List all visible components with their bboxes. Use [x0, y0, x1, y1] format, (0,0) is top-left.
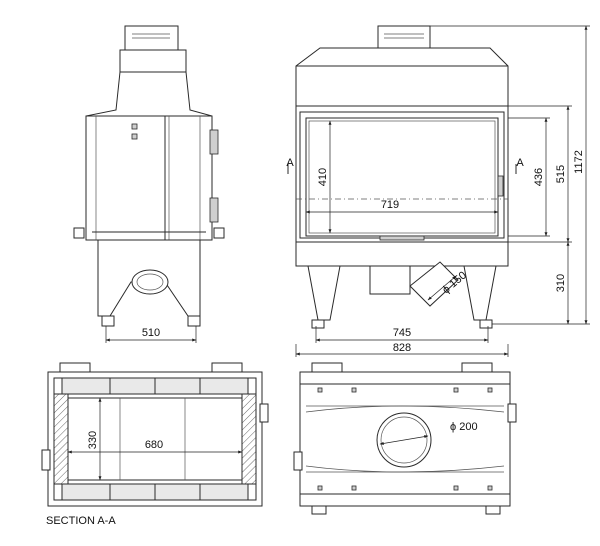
- side-air-inlet: [131, 269, 169, 295]
- dim-front-inner: 745: [393, 327, 411, 339]
- dim-glass-width: 719: [381, 199, 399, 211]
- dim-total-height: 1172: [573, 150, 585, 174]
- section-caption: SECTION A-A: [46, 515, 116, 527]
- side-view: 510: [73, 25, 225, 343]
- dim-glass-height: 410: [317, 168, 329, 186]
- front-leg-right: [463, 265, 497, 321]
- dim-section-width: 680: [145, 439, 163, 451]
- dim-side-depth: 510: [142, 327, 160, 339]
- front-skirt: [295, 241, 509, 267]
- section-view: 330 680 SECTION A-A: [41, 362, 269, 527]
- section-mark-right: A: [516, 157, 524, 169]
- section-wall-right: [241, 393, 257, 485]
- dim-legs-height: 310: [555, 274, 567, 292]
- front-view: A A ϕ 150 719 410 745 828: [286, 25, 590, 357]
- front-leg-left: [307, 265, 341, 321]
- dim-door-height: 436: [533, 168, 545, 186]
- section-mark-left: A: [286, 157, 294, 169]
- side-body: [85, 115, 213, 241]
- front-flue-collar: [377, 25, 431, 49]
- dim-front-outer: 828: [393, 342, 411, 354]
- section-wall-left: [53, 393, 69, 485]
- dim-flue-diameter: ϕ 200: [450, 421, 478, 433]
- side-bracket-top: [209, 129, 219, 155]
- side-bracket-bottom: [209, 197, 219, 223]
- dim-section-depth: 330: [87, 431, 99, 449]
- top-view: ϕ 200: [293, 362, 517, 515]
- front-handle: [379, 235, 425, 241]
- dim-body-height: 515: [555, 165, 567, 183]
- front-hood: [295, 47, 509, 107]
- side-flue-box: [119, 49, 187, 73]
- front-glass: [305, 117, 499, 237]
- front-air-box: [369, 265, 411, 295]
